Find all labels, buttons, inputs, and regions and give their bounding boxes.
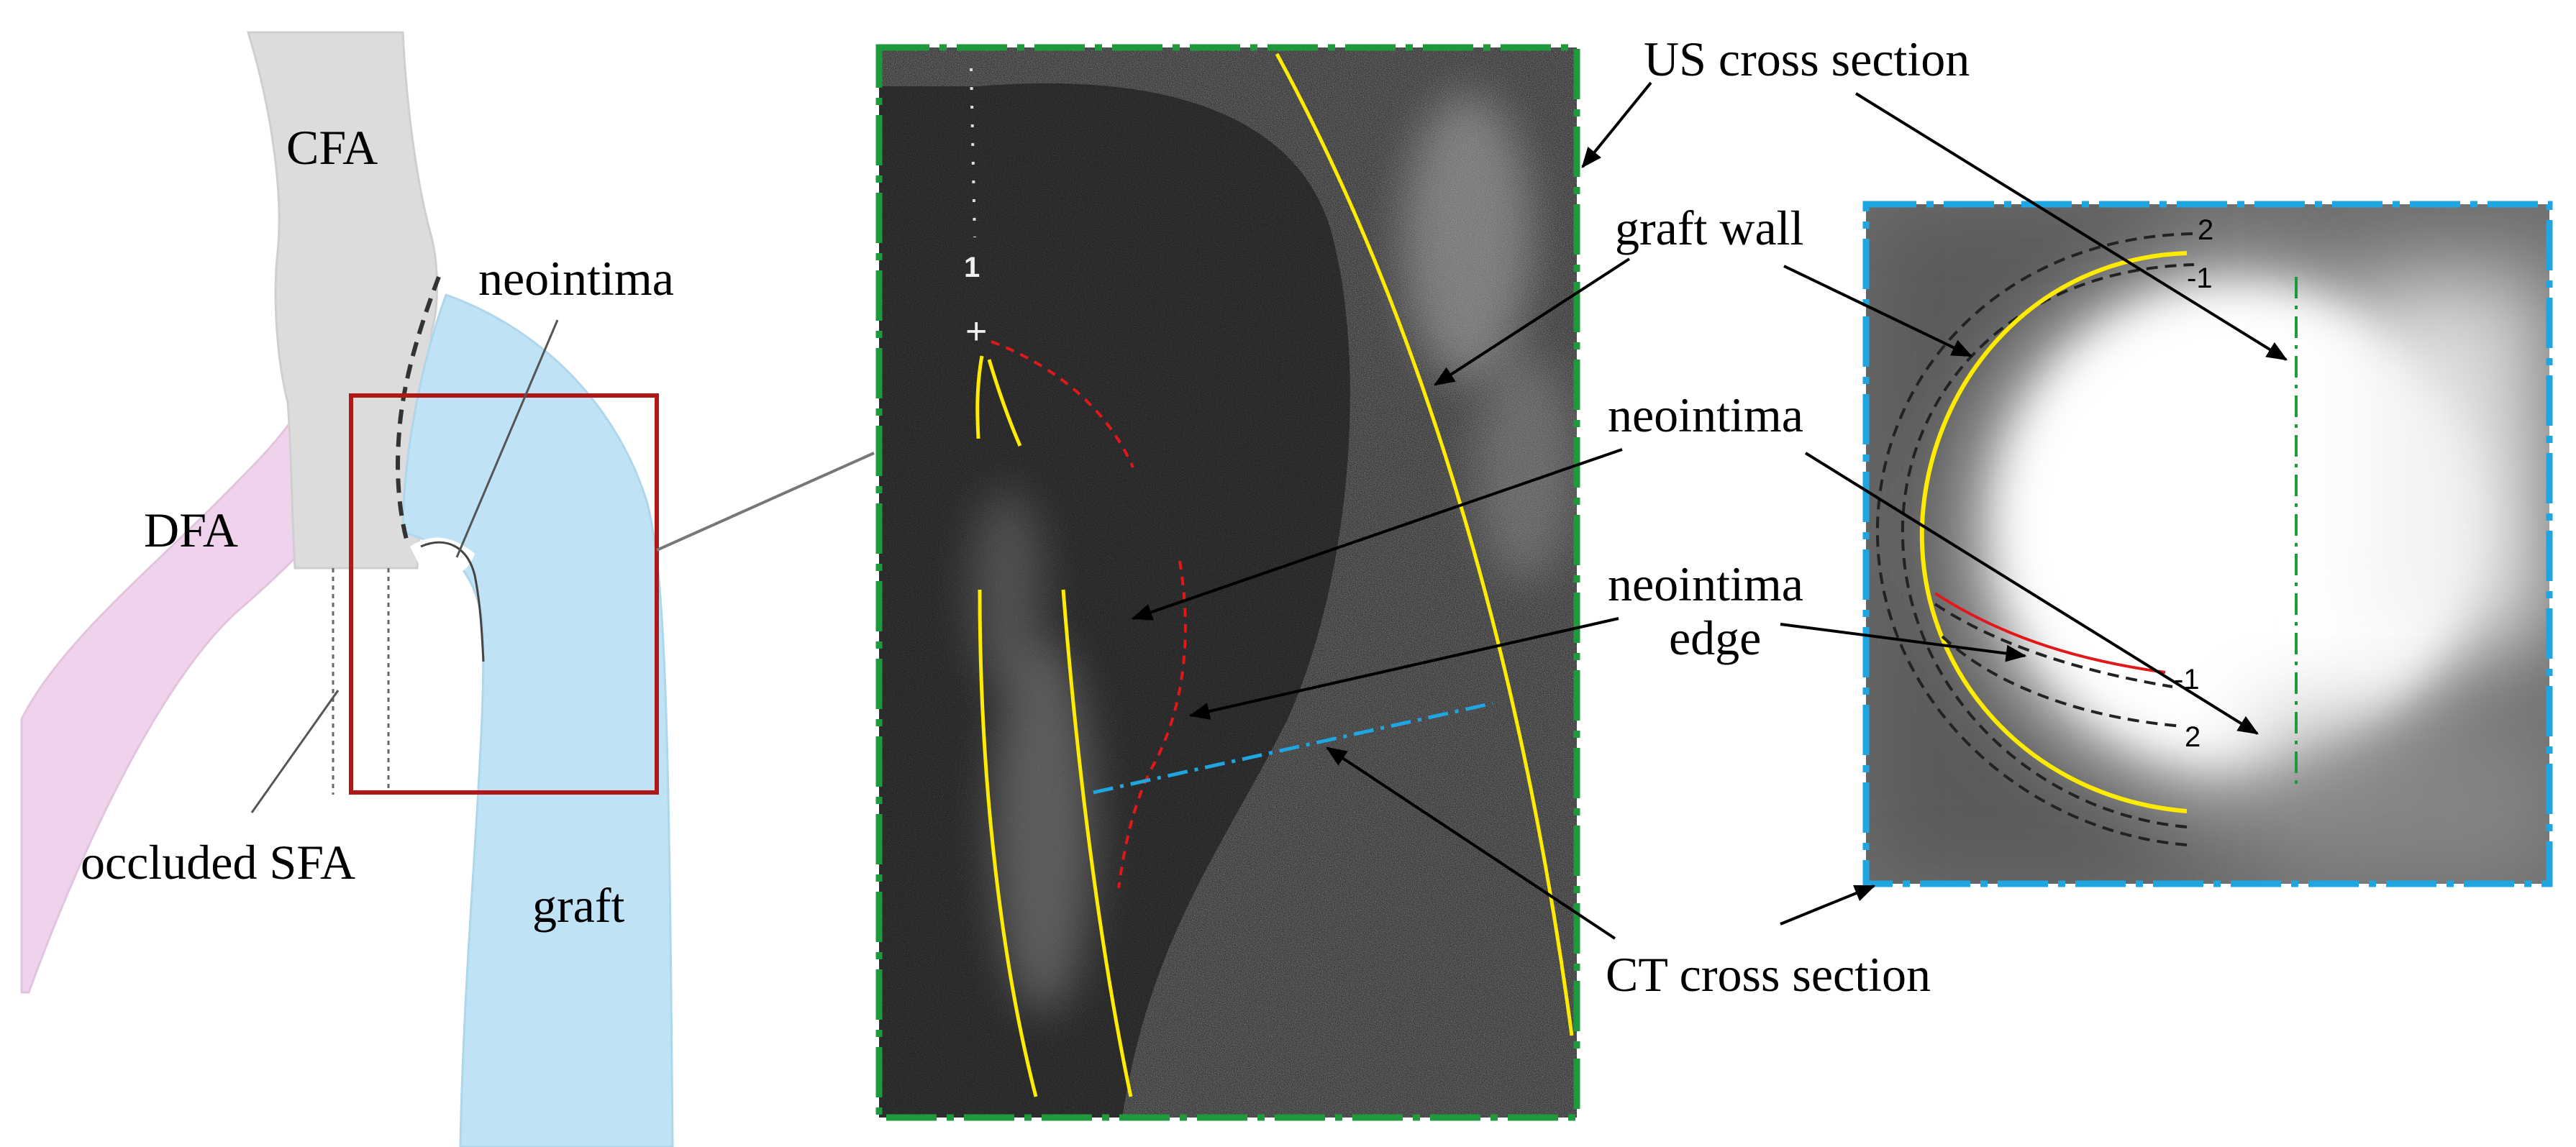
- arrow-graftwall-to-us: [1433, 257, 1631, 386]
- zoom-leader-line: [656, 452, 875, 552]
- scale-plus: +: [965, 311, 987, 352]
- label-cfa: CFA: [286, 120, 378, 175]
- ct-neointima-edge: [1934, 592, 2166, 674]
- arrow-us-to-frame: [1581, 81, 1652, 168]
- scale-marker: 1: [964, 252, 980, 283]
- label-graft: graft: [532, 878, 624, 933]
- ct-contour-outer-2: [1875, 232, 2195, 846]
- neointima-leader: [455, 319, 559, 558]
- arrow-neointima-to-ct: [1804, 452, 2259, 735]
- ct-contour-inner-2: [1941, 635, 2184, 728]
- graft-wall-line-right: [1275, 52, 1574, 1036]
- arrow-neointima-to-us: [1131, 448, 1623, 621]
- occluded-sfa-leader: [250, 690, 340, 813]
- arrow-ct-to-us: [1325, 746, 1616, 940]
- ct-contour-inner-1: [1934, 603, 2173, 688]
- label-neointima-left: neointima: [478, 251, 674, 306]
- arrow-edge-to-ct: [1780, 623, 2027, 662]
- us-frame: [875, 44, 1580, 1121]
- label-neointima-edge-1: neointima: [1608, 557, 1803, 611]
- arrow-us-to-ct: [1854, 92, 2288, 361]
- annotations: US cross section graft wall neointima ne…: [1131, 32, 2288, 1002]
- neointima-edge-dashed-lower: [1117, 560, 1187, 889]
- ultrasound-panel: 1 +: [875, 44, 1580, 1121]
- ct-label-inner-2: 2: [2185, 721, 2200, 753]
- label-dfa: DFA: [144, 503, 238, 557]
- neointima-curve: [420, 541, 485, 662]
- graft-vessel: [401, 293, 674, 1147]
- ct-lumen: [2000, 288, 2475, 762]
- arrow-edge-to-us: [1188, 617, 1619, 720]
- graft-wall-line-left-d: [1061, 589, 1133, 1097]
- label-graft-wall: graft wall: [1615, 201, 1803, 255]
- graft-wall-line-left-b: [987, 359, 1022, 447]
- arrow-ct-to-frame: [1780, 885, 1876, 926]
- neointima-boundary-dashed: [396, 275, 441, 540]
- ct-label-outer-1: -1: [2187, 262, 2213, 294]
- graft-wall-line-left-c: [978, 589, 1038, 1097]
- neointima-edge-dashed-upper: [991, 340, 1134, 468]
- cfa-vessel: [246, 31, 438, 570]
- ct-label-outer-2: 2: [2198, 214, 2213, 246]
- zoom-box: [349, 393, 659, 795]
- label-occluded-sfa: occluded SFA: [81, 835, 355, 890]
- anatomy-panel: CFA neointima DFA occluded SFA graft: [20, 31, 875, 1147]
- ct-frame: [1862, 201, 2553, 887]
- ct-panel: 2 -1 -1 2: [1862, 201, 2553, 887]
- label-neointima-edge-2: edge: [1669, 611, 1761, 665]
- label-us-cross-section: US cross section: [1644, 32, 1970, 86]
- arrow-graftwall-to-ct: [1783, 265, 1973, 357]
- ct-cross-section-line: [1093, 701, 1493, 795]
- graft-wall-line-left-a: [975, 355, 984, 439]
- label-neointima-mid: neointima: [1608, 388, 1803, 442]
- label-ct-cross-section: CT cross section: [1606, 947, 1931, 1002]
